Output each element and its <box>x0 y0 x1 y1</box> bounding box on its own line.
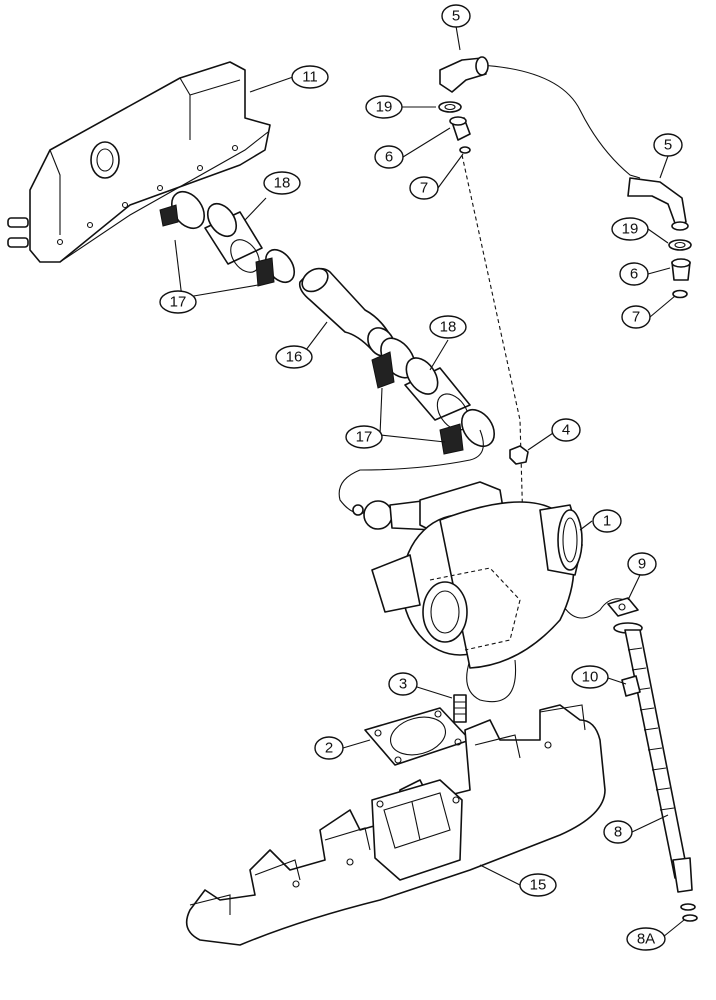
callout-15: 11 <box>291 65 329 89</box>
svg-text:8A: 8A <box>637 931 655 948</box>
svg-text:18: 18 <box>274 175 291 192</box>
callout-6-upper: 6 <box>374 145 404 169</box>
callout-7-upper: 7 <box>409 176 439 200</box>
callout-18-lower: 18 <box>429 315 467 339</box>
callout-17-upper: 17 <box>159 290 197 314</box>
part-5-elbow-fitting-upper <box>439 56 489 93</box>
part-17-hose-clamp-lower-1 <box>371 337 416 389</box>
part-7-oring-right <box>672 289 688 299</box>
callout-7-right: 7 <box>621 305 651 329</box>
svg-text:18: 18 <box>440 319 457 336</box>
svg-text:6: 6 <box>630 266 638 283</box>
part-3-stud <box>453 694 467 723</box>
callout-18-upper: 18 <box>263 171 301 195</box>
svg-text:8: 8 <box>614 824 622 841</box>
svg-text:7: 7 <box>420 180 428 197</box>
callout-2: 2 <box>314 736 344 760</box>
svg-text:9: 9 <box>638 556 646 573</box>
part-8-oil-return-tube <box>613 622 693 893</box>
part-18-hose-upper <box>204 202 263 273</box>
callout-16: 16 <box>275 345 313 369</box>
part-19-washer-right <box>668 239 692 251</box>
svg-text:5: 5 <box>664 137 672 154</box>
svg-text:19: 19 <box>622 221 639 238</box>
callout-5-upper: 5 <box>441 4 471 28</box>
part-9-flange-gasket <box>607 597 639 617</box>
callout-5-right: 5 <box>653 133 683 157</box>
callout-9: 9 <box>627 552 657 576</box>
svg-text:19: 19 <box>376 99 393 116</box>
callout-8: 8 <box>603 820 633 844</box>
callout-17-lower: 17 <box>345 425 383 449</box>
callout-11: 15 <box>519 873 557 897</box>
callout-3: 3 <box>388 672 418 696</box>
callouts: 5 11 19 6 7 5 19 6 <box>159 4 683 951</box>
svg-text:16: 16 <box>286 349 303 366</box>
svg-text:7: 7 <box>632 309 640 326</box>
part-10-clip <box>621 675 641 697</box>
part-19-washer-upper <box>438 101 462 113</box>
svg-text:15: 15 <box>530 877 547 894</box>
part-5-elbow-fitting-right <box>627 177 689 231</box>
callout-19-right: 19 <box>611 217 649 241</box>
part-17-hose-clamp-upper-2 <box>255 248 296 287</box>
callout-4: 4 <box>551 418 581 442</box>
part-17-hose-clamp-lower-2 <box>439 408 496 455</box>
svg-text:3: 3 <box>399 676 407 693</box>
part-1-turbocharger <box>352 481 583 669</box>
callout-6-right: 6 <box>619 262 649 286</box>
svg-text:17: 17 <box>170 294 187 311</box>
part-4-nut <box>509 445 529 465</box>
svg-text:1: 1 <box>603 513 611 530</box>
svg-text:5: 5 <box>452 8 460 25</box>
part-11-exhaust-manifold <box>185 704 606 946</box>
svg-text:4: 4 <box>562 422 570 439</box>
part-7-oring-upper <box>459 146 471 154</box>
svg-text:10: 10 <box>582 669 599 686</box>
svg-text:2: 2 <box>325 740 333 757</box>
callout-19-upper: 19 <box>365 95 403 119</box>
callout-10: 10 <box>571 665 609 689</box>
part-8A-orings <box>680 903 698 922</box>
callout-8A: 8A <box>626 927 666 951</box>
callout-1: 1 <box>592 509 622 533</box>
part-18-hose-lower <box>404 357 471 431</box>
svg-text:6: 6 <box>385 149 393 166</box>
part-6-adapter-right <box>671 258 691 281</box>
part-6-adapter-upper <box>449 116 471 141</box>
svg-text:17: 17 <box>356 429 373 446</box>
part-15-intake-housing <box>7 61 271 263</box>
svg-text:11: 11 <box>302 69 318 86</box>
leader-lines <box>174 25 685 938</box>
part-17-hose-clamp-upper-1 <box>159 190 206 230</box>
